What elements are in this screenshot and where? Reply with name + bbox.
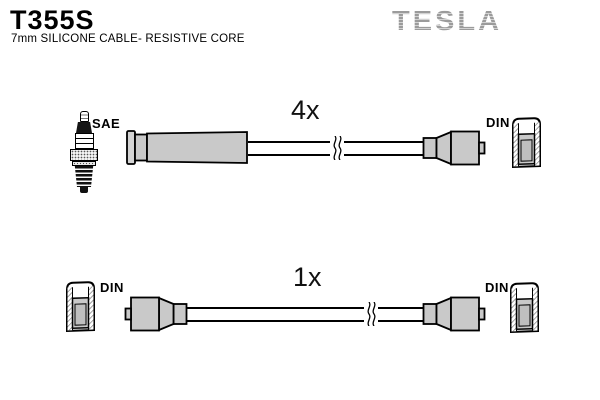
din-socket-cutaway-icon — [66, 281, 95, 333]
spark-plug-icon — [70, 111, 98, 193]
din-label-row1: DIN — [486, 115, 510, 130]
sae-label: SAE — [92, 116, 121, 131]
spark-plug-terminal — [79, 111, 89, 122]
spark-plug-neck — [76, 122, 92, 133]
distributor-connector-icon — [124, 296, 188, 332]
cable-line — [186, 307, 428, 322]
din-label-row2-right: DIN — [485, 280, 509, 295]
din-socket-cutaway-icon — [512, 117, 541, 169]
spark-plug-thread — [74, 166, 94, 187]
distributor-connector-icon — [422, 296, 486, 332]
spark-plug-electrode — [80, 187, 88, 193]
distributor-connector-icon — [422, 130, 486, 166]
cable-break-icon — [364, 302, 378, 326]
cable-break-icon — [330, 136, 344, 160]
quantity-label-4x: 4x — [291, 95, 320, 125]
brand-logo: TESLA — [392, 6, 503, 37]
din-label-row2-left: DIN — [100, 280, 124, 295]
din-socket-cutaway-icon — [510, 282, 539, 334]
spark-plug-flange — [72, 161, 96, 166]
spark-plug-hex-nut — [70, 149, 98, 161]
straight-plug-boot-icon — [126, 130, 248, 165]
product-subtitle: 7mm SILICONE CABLE- RESISTIVE CORE — [11, 33, 245, 45]
spark-plug-insulator — [74, 133, 94, 149]
part-number: T355S — [10, 5, 95, 35]
quantity-label-1x: 1x — [293, 262, 322, 292]
